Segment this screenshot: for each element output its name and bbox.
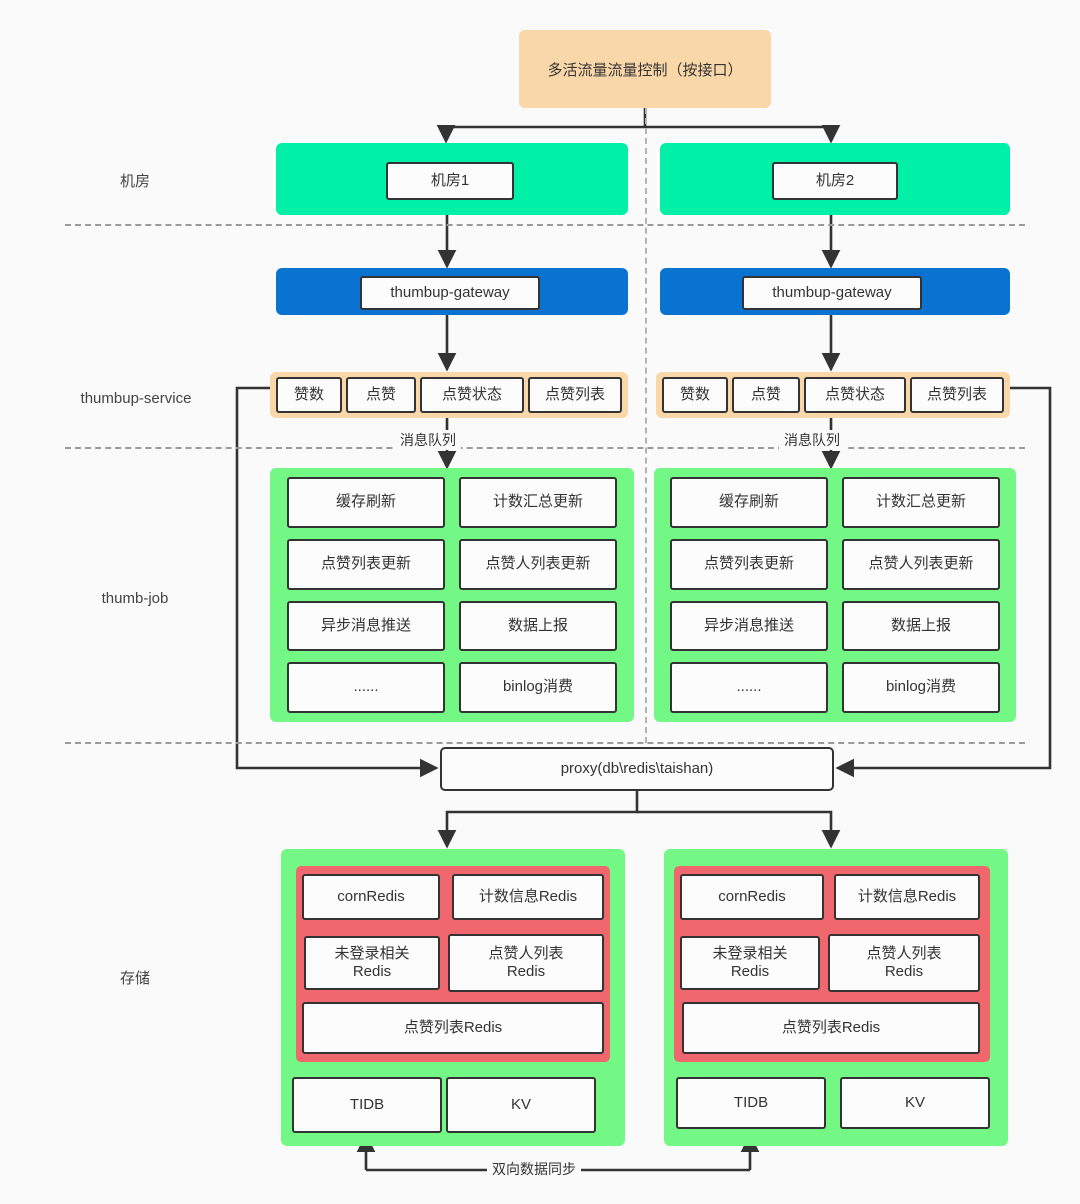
divider-columns [645,108,647,743]
storage-db-item[interactable]: KV [840,1077,990,1129]
idc-box-left[interactable]: 机房1 [386,162,514,200]
storage-redis-item[interactable]: 点赞人列表 Redis [828,934,980,992]
storage-redis-item[interactable]: cornRedis [680,874,824,920]
service-item[interactable]: 点赞 [346,377,416,413]
traffic-control-label: 多活流量流量控制（按接口） [547,61,743,79]
edge-label-mq-left: 消息队列 [395,430,461,450]
service-items-right: 赞数 点赞 点赞状态 点赞列表 [662,377,1004,413]
job-item[interactable]: 计数汇总更新 [842,477,1000,528]
storage-db-item[interactable]: KV [446,1077,596,1133]
edge-label-bidir-sync: 双向数据同步 [487,1159,581,1179]
job-item[interactable]: binlog消费 [842,662,1000,713]
storage-db-item[interactable]: TIDB [676,1077,826,1129]
service-item[interactable]: 赞数 [276,377,342,413]
job-item[interactable]: 异步消息推送 [670,600,828,652]
service-item[interactable]: 点赞状态 [420,377,524,413]
storage-redis-item[interactable]: 计数信息Redis [834,874,980,920]
job-item[interactable]: 数据上报 [842,600,1000,652]
storage-redis-item[interactable]: 计数信息Redis [452,874,604,920]
job-item[interactable]: 缓存刷新 [670,477,828,528]
job-item[interactable]: 异步消息推送 [287,600,445,652]
job-item[interactable]: ...... [670,662,828,713]
proxy-box[interactable]: proxy(db\redis\taishan) [440,747,834,791]
service-item[interactable]: 点赞 [732,377,800,413]
job-item[interactable]: 点赞人列表更新 [842,538,1000,590]
gateway-box-right[interactable]: thumbup-gateway [742,276,922,310]
row-label-thumb-job: thumb-job [101,589,169,607]
job-grid-right: 缓存刷新 计数汇总更新 点赞列表更新 点赞人列表更新 异步消息推送 数据上报 .… [670,477,1000,713]
row-label-storage: 存储 [119,969,150,987]
storage-redis-item[interactable]: 点赞列表Redis [302,1002,604,1054]
job-item[interactable]: 点赞列表更新 [287,538,445,590]
job-item[interactable]: binlog消费 [459,662,617,713]
service-items-left: 赞数 点赞 点赞状态 点赞列表 [276,377,622,413]
idc-box-right[interactable]: 机房2 [772,162,898,200]
job-item[interactable]: 数据上报 [459,600,617,652]
edge-label-mq-right: 消息队列 [779,430,845,450]
storage-redis-item[interactable]: 未登录相关 Redis [680,936,820,990]
service-item[interactable]: 点赞状态 [804,377,906,413]
storage-redis-item[interactable]: 未登录相关 Redis [304,936,440,990]
row-label-idc: 机房 [119,172,150,190]
job-item[interactable]: ...... [287,662,445,713]
divider-job-proxy [65,742,1025,744]
divider-idc-gateway [65,224,1025,226]
traffic-control-box[interactable]: 多活流量流量控制（按接口） [519,30,771,108]
divider-service-job [65,447,1025,449]
job-grid-left: 缓存刷新 计数汇总更新 点赞列表更新 点赞人列表更新 异步消息推送 数据上报 .… [287,477,617,713]
job-item[interactable]: 点赞人列表更新 [459,538,617,590]
service-item[interactable]: 点赞列表 [910,377,1004,413]
storage-redis-item[interactable]: cornRedis [302,874,440,920]
storage-redis-item[interactable]: 点赞人列表 Redis [448,934,604,992]
storage-redis-item[interactable]: 点赞列表Redis [682,1002,980,1054]
job-item[interactable]: 点赞列表更新 [670,538,828,590]
job-item[interactable]: 缓存刷新 [287,477,445,528]
row-label-thumbup-service: thumbup-service [80,389,192,407]
gateway-box-left[interactable]: thumbup-gateway [360,276,540,310]
service-item[interactable]: 赞数 [662,377,728,413]
job-item[interactable]: 计数汇总更新 [459,477,617,528]
storage-db-item[interactable]: TIDB [292,1077,442,1133]
service-item[interactable]: 点赞列表 [528,377,622,413]
